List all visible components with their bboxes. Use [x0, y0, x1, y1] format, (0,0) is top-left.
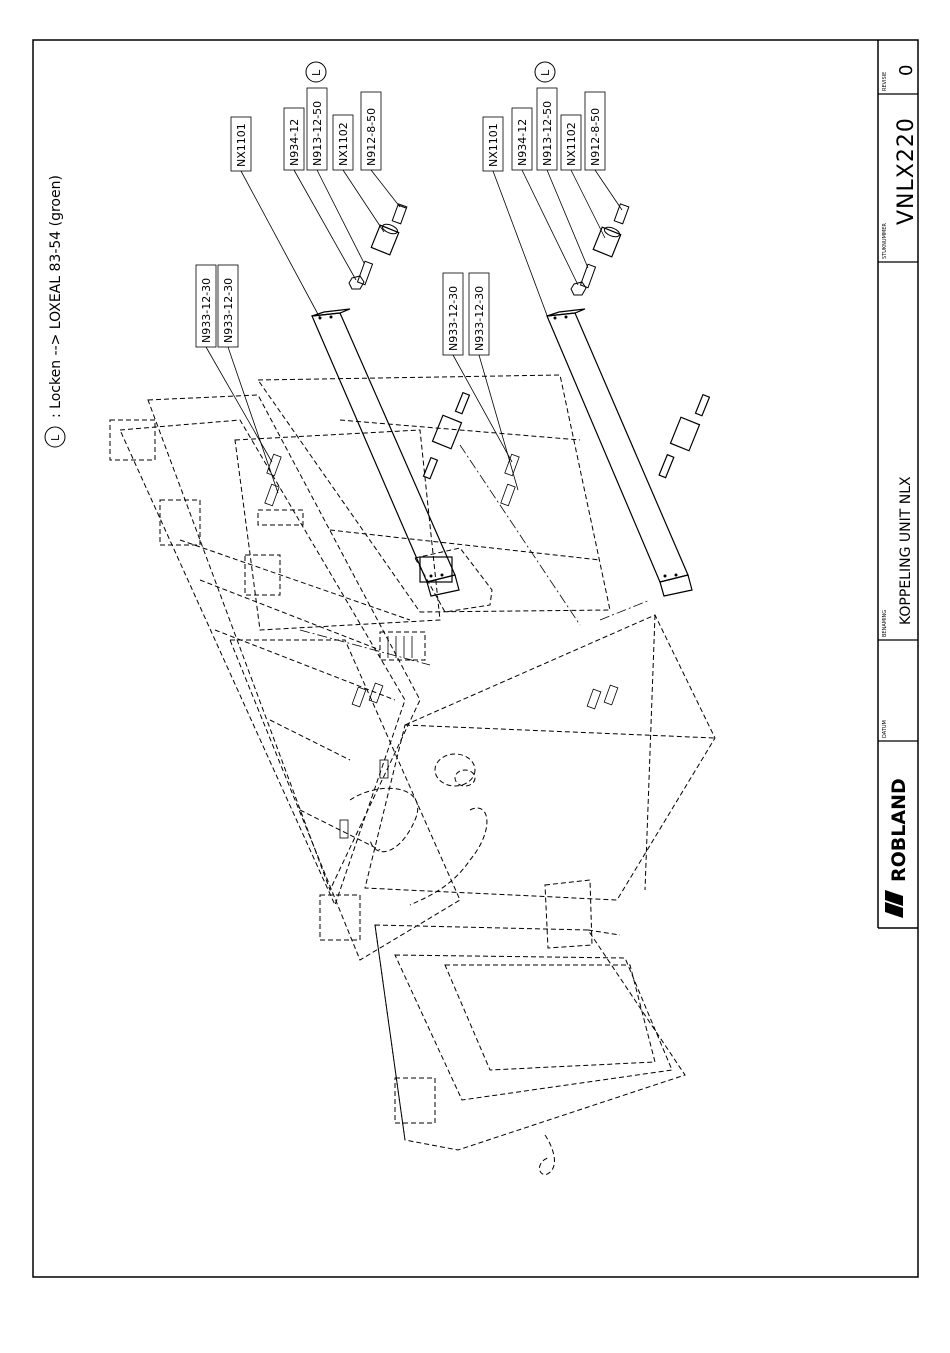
callout-n933-lower-a: N933-12-30	[447, 286, 460, 351]
robland-logo: ROBLAND	[888, 778, 910, 882]
bolt-n912-lower	[614, 204, 629, 224]
title-block: ROBLAND DATUM BENAMING KOPPELING UNIT NL…	[878, 40, 919, 928]
callout-n933-upper-a: N933-12-30	[200, 278, 213, 343]
locking-note-text: : Locken --> LOXEAL 83-54 (groen)	[48, 175, 64, 418]
robland-logo-mark	[885, 890, 903, 918]
callout-n912-lower: N912-8-50	[589, 108, 602, 166]
callout-nx1102-upper: NX1102	[337, 122, 350, 166]
callout-n913-upper: N913-12-50	[311, 101, 324, 166]
frame-bolts	[265, 454, 618, 838]
callout-n933-upper-b: N933-12-30	[222, 278, 235, 343]
nut-n934-upper	[349, 276, 364, 289]
lock-symbol-upper-letter: L	[310, 69, 323, 76]
callout-nx1102-lower: NX1102	[565, 122, 578, 166]
callout-nx1101-lower: NX1101	[487, 123, 500, 167]
bar-nx1101-lower	[547, 309, 692, 596]
lock-symbol-letter: L	[49, 434, 62, 441]
drawing-frame	[33, 40, 918, 1277]
callout-n913-lower: N913-12-50	[541, 101, 554, 166]
hardware-lower	[571, 204, 629, 295]
spacer-nx1102-upper	[371, 222, 399, 255]
leader-lines	[206, 170, 622, 493]
stud-n913-upper	[357, 261, 372, 284]
benaming-value: KOPPELING UNIT NLX	[898, 476, 914, 625]
bar-nx1101-upper	[312, 309, 459, 596]
spacer-assembly-upper	[423, 393, 469, 479]
spacer-nx1102-lower	[593, 225, 621, 257]
spacer-assembly-lower	[659, 395, 709, 478]
callouts-upper: N933-12-30 N933-12-30 NX1101 N934-12 N91…	[196, 62, 381, 347]
lock-symbol-lower-letter: L	[539, 69, 552, 76]
revisie-label: REVISIE	[882, 72, 888, 91]
callout-nx1101-upper: NX1101	[235, 123, 248, 167]
datum-label: DATUM	[882, 720, 888, 738]
locking-note: L : Locken --> LOXEAL 83-54 (groen)	[45, 175, 65, 447]
stuknummer-value: VNLX220	[894, 117, 919, 225]
stuknummer-label: STUKNUMMER	[882, 223, 888, 259]
machine-assembly-dashed	[110, 375, 715, 1175]
hardware-upper	[349, 204, 407, 289]
callout-n933-lower-b: N933-12-30	[473, 286, 486, 351]
revisie-value: 0	[896, 65, 917, 76]
callout-n934-lower: N934-12	[516, 119, 529, 166]
nut-n934-lower	[571, 282, 586, 295]
callout-n934-upper: N934-12	[288, 119, 301, 166]
benaming-label: BENAMING	[882, 610, 888, 637]
callout-n912-upper: N912-8-50	[365, 108, 378, 166]
